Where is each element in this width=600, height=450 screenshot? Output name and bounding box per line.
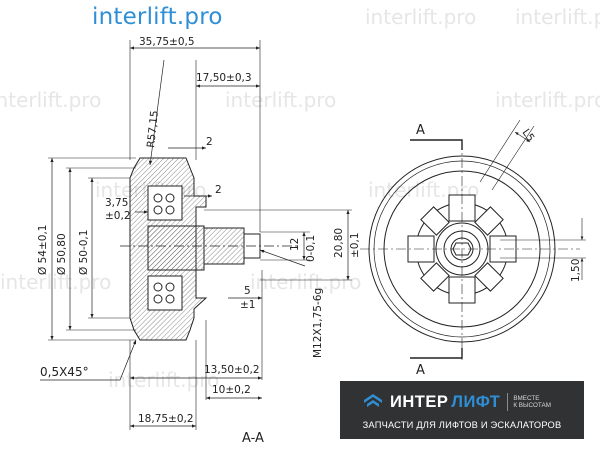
dim-offset-value: 3,75 [105, 197, 128, 209]
section-view [40, 40, 352, 430]
dim-len-18-75: 18,75±0,2 [138, 413, 194, 425]
section-caption: A-A [242, 431, 264, 446]
watermark-text: interlift.pro [365, 5, 477, 29]
section-mark-top: A [416, 123, 425, 138]
dim-slot-offset: 1,50 [570, 259, 582, 282]
brand-tagline: ЗАПЧАСТИ ДЛЯ ЛИФТОВ И ЭСКАЛАТОРОВ [362, 420, 562, 430]
dim-slot-width: L5 [520, 127, 537, 144]
dim-dia-54: Ø 54±0,1 [37, 225, 49, 275]
dim-dia-50-80: Ø 50,80 [56, 233, 68, 275]
dim-radius: R57,15 [145, 110, 161, 148]
dim-len-13-50: 13,50±0,2 [204, 364, 260, 376]
brand-word-2: ЛИФТ [451, 392, 501, 411]
dim-offset-tol: ±0,2 [105, 210, 131, 222]
section-arrow-top [410, 139, 463, 150]
dim-boss-5: 5 [244, 285, 251, 297]
watermark-text: interlift.pro [250, 270, 362, 294]
dim-boss-5-tol: ±1 [240, 299, 255, 311]
dim-bearing-gap-2: 2 [215, 184, 222, 196]
watermark-text: interlift.pro [108, 368, 220, 392]
brand-word-1: ИНТЕР [390, 392, 449, 411]
dim-overall-width: 35,75±0,5 [139, 36, 195, 48]
dim-shaft-dia: 20,80 [333, 228, 345, 258]
site-brand: interlift.pro [92, 4, 223, 30]
brand-banner: ИНТЕР ЛИФТ ВМЕСТЕ К ВЫСОТАМ ЗАПЧАСТИ ДЛЯ… [340, 381, 584, 439]
dim-dia-50: Ø 50-0,1 [78, 230, 90, 275]
section-mark-bottom: A [416, 363, 425, 378]
watermark-text: interlift.pro [495, 88, 600, 112]
bearing-upper [147, 185, 183, 221]
brand-slogan: ВМЕСТЕ К ВЫСОТАМ [513, 395, 565, 409]
dim-thread-tol: 0-0,1 [305, 235, 317, 262]
brand-logo-icon [364, 394, 382, 407]
dim-chamfer: 0,5X45° [40, 365, 89, 379]
dim-shaft-tol: ±0,1 [349, 233, 361, 259]
dim-flange-2: 2 [206, 136, 213, 148]
dim-half-width: 17,50±0,3 [196, 72, 252, 84]
bearing-lower [147, 275, 183, 311]
dim-thread-chamfer: 12 [289, 238, 301, 251]
watermark-text: interlift.pro [0, 88, 102, 112]
section-arrow-bottom [410, 348, 463, 359]
wheel-slots [407, 194, 517, 304]
hub-bore [147, 225, 205, 271]
brand-slogan-line-1: ВМЕСТЕ [513, 395, 540, 402]
brand-slogan-line-2: К ВЫСОТАМ [513, 402, 551, 409]
dim-thread: M12X1,75-6g [312, 288, 324, 358]
watermark-text: interlift.pro [515, 5, 600, 29]
front-view [360, 119, 586, 360]
dim-len-10: 10±0,2 [212, 384, 251, 396]
brand-separator [507, 393, 509, 411]
watermark-text: interlift.pro [225, 88, 337, 112]
